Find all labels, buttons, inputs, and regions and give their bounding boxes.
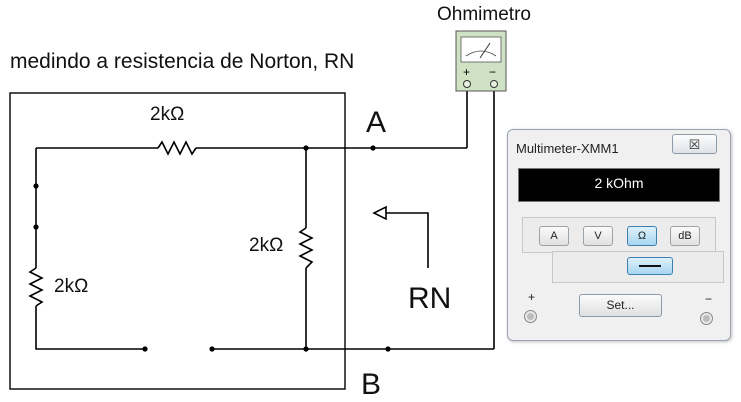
junction-dot [33, 224, 39, 230]
ohmmeter-title: Ohmimetro [437, 4, 531, 25]
minus-terminal[interactable] [700, 312, 713, 325]
ohmmeter-scale [465, 50, 497, 57]
node-b-label: B [361, 368, 382, 401]
resistor-top [157, 140, 197, 156]
ohmmeter-terminal-minus [490, 80, 498, 88]
ohmmeter-plus-sign: + [463, 65, 470, 79]
signal-mode-panel [552, 251, 724, 283]
rn-arrow-line [386, 212, 429, 268]
mode-button-decibel[interactable]: dB [670, 226, 700, 246]
ohmmeter-symbol: + − [455, 30, 507, 92]
dc-mode-button[interactable] [627, 257, 673, 275]
multimeter-title: Multimeter-XMM1 [516, 141, 619, 156]
ohmmeter-terminal-plus [463, 80, 471, 88]
plus-terminal[interactable] [524, 310, 537, 323]
close-button[interactable]: ☒ [672, 134, 717, 154]
mode-button-ohm[interactable]: Ω [627, 226, 657, 246]
mode-button-ampere[interactable]: A [539, 226, 569, 246]
resistor-left-label: 2kΩ [54, 276, 89, 297]
left-wire-lower [35, 306, 145, 350]
open-terminal-dot [142, 346, 148, 352]
diagram-caption: medindo a resistencia de Norton, RN [10, 50, 355, 73]
junction-dot [385, 346, 391, 352]
ohmmeter-minus-sign: − [489, 65, 496, 79]
junction-dot [303, 346, 309, 352]
dc-line-icon [639, 265, 661, 267]
node-a-label: A [366, 106, 387, 139]
ohmmeter-face [460, 36, 502, 63]
resistor-left [28, 267, 44, 307]
multimeter-display: 2 kOhm [518, 168, 720, 202]
multimeter-window: Multimeter-XMM1 ☒ 2 kOhm A V Ω dB Set...… [507, 129, 731, 341]
plus-terminal-label: + [528, 290, 536, 304]
resistor-top-label: 2kΩ [150, 104, 185, 125]
junction-dot [370, 145, 376, 151]
mode-button-volt[interactable]: V [583, 226, 613, 246]
resistor-middle [298, 227, 314, 269]
junction-dot [303, 145, 309, 151]
junction-dot [33, 183, 39, 189]
set-button[interactable]: Set... [579, 294, 662, 317]
mode-button-panel: A V Ω dB [522, 217, 716, 253]
network-boundary-box [9, 92, 346, 390]
rn-label: RN [408, 282, 452, 315]
ohmmeter-needle [479, 42, 491, 59]
rn-arrow-head [372, 205, 387, 221]
resistor-middle-label: 2kΩ [249, 235, 284, 256]
open-terminal-dot [209, 346, 215, 352]
minus-terminal-label: − [705, 292, 713, 306]
